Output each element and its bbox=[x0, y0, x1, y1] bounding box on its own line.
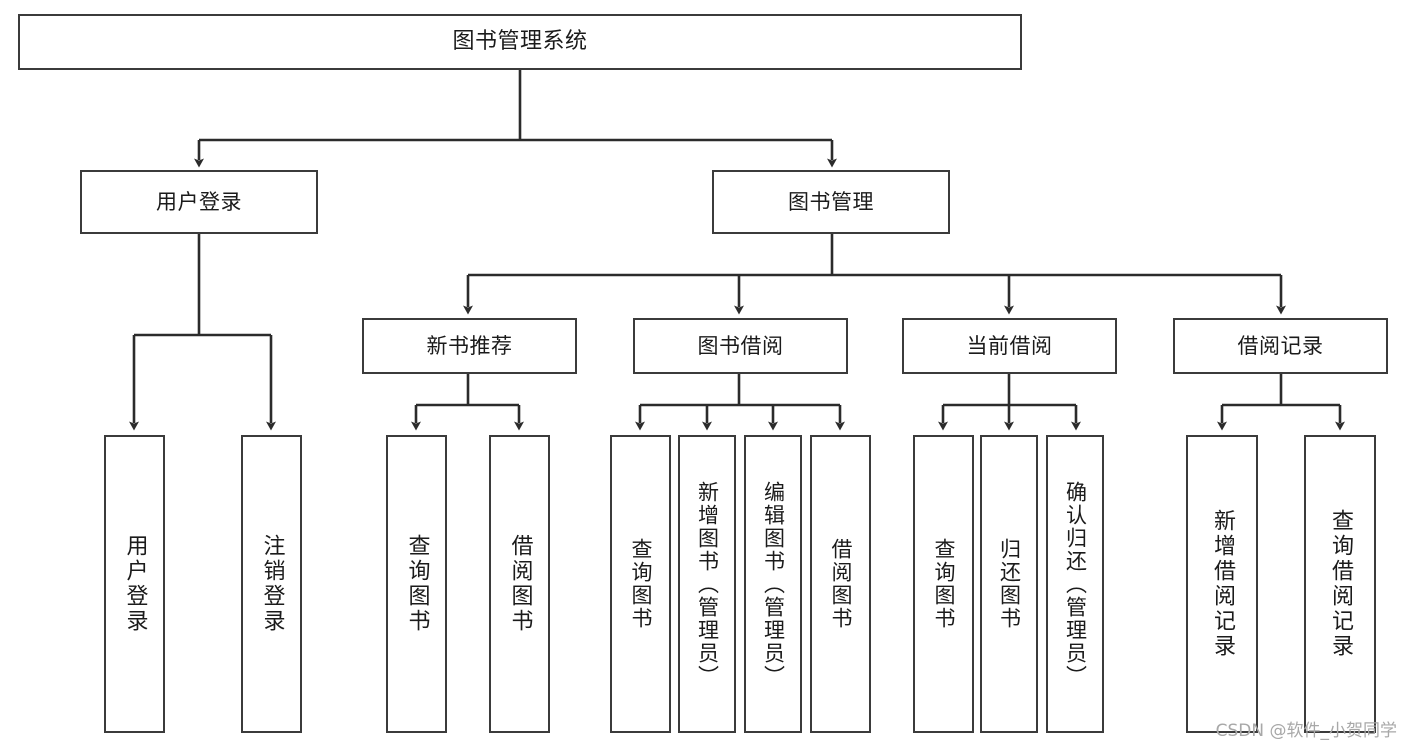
node-borrow-record[interactable]: 借阅记录 bbox=[1173, 318, 1388, 374]
node-book-management[interactable]: 图书管理 bbox=[712, 170, 950, 234]
node-root-library-management-system[interactable]: 图书管理系统 bbox=[18, 14, 1022, 70]
node-label: 图书管理 bbox=[788, 189, 874, 214]
node-label: 用户登录 bbox=[122, 534, 148, 634]
node-leaf-add-book[interactable]: 新增图书（管理员） bbox=[678, 435, 736, 733]
node-label: 新增借阅记录 bbox=[1210, 509, 1235, 659]
node-leaf-logout-login[interactable]: 注销登录 bbox=[241, 435, 302, 733]
node-label: 当前借阅 bbox=[966, 333, 1053, 358]
node-label: 用户登录 bbox=[156, 189, 242, 214]
watermark-text: CSDN @软件_小贺同学 bbox=[1215, 721, 1397, 741]
node-label: 借阅记录 bbox=[1237, 333, 1324, 358]
node-leaf-borrow-book-borrow[interactable]: 借阅图书 bbox=[810, 435, 871, 733]
node-label: 注销登录 bbox=[259, 534, 285, 634]
node-label: 查询借阅记录 bbox=[1328, 509, 1353, 659]
node-label: 借阅图书 bbox=[829, 538, 853, 630]
node-label: 新增图书（管理员） bbox=[695, 480, 720, 688]
node-leaf-return-book[interactable]: 归还图书 bbox=[980, 435, 1038, 733]
node-label: 借阅图书 bbox=[507, 534, 533, 634]
node-label: 查询图书 bbox=[629, 538, 653, 630]
node-leaf-query-book-recommend[interactable]: 查询图书 bbox=[386, 435, 447, 733]
node-label: 新书推荐 bbox=[426, 333, 513, 358]
node-label: 图书管理系统 bbox=[452, 29, 588, 55]
node-user-login[interactable]: 用户登录 bbox=[80, 170, 318, 234]
node-leaf-query-book-current[interactable]: 查询图书 bbox=[913, 435, 974, 733]
node-current-borrow[interactable]: 当前借阅 bbox=[902, 318, 1117, 374]
node-leaf-user-login[interactable]: 用户登录 bbox=[104, 435, 165, 733]
node-label: 归还图书 bbox=[997, 538, 1022, 630]
node-label: 图书借阅 bbox=[697, 333, 784, 358]
node-leaf-edit-book[interactable]: 编辑图书（管理员） bbox=[744, 435, 802, 733]
node-label: 确认归还（管理员） bbox=[1063, 480, 1088, 688]
node-leaf-add-borrow-record[interactable]: 新增借阅记录 bbox=[1186, 435, 1258, 733]
node-leaf-query-book-borrow[interactable]: 查询图书 bbox=[610, 435, 671, 733]
node-new-book-recommend[interactable]: 新书推荐 bbox=[362, 318, 577, 374]
node-label: 查询图书 bbox=[932, 538, 956, 630]
node-leaf-confirm-return[interactable]: 确认归还（管理员） bbox=[1046, 435, 1104, 733]
node-book-borrow[interactable]: 图书借阅 bbox=[633, 318, 848, 374]
node-label: 查询图书 bbox=[404, 534, 430, 634]
node-leaf-borrow-book-recommend[interactable]: 借阅图书 bbox=[489, 435, 550, 733]
node-leaf-query-borrow-record[interactable]: 查询借阅记录 bbox=[1304, 435, 1376, 733]
node-label: 编辑图书（管理员） bbox=[761, 480, 786, 688]
